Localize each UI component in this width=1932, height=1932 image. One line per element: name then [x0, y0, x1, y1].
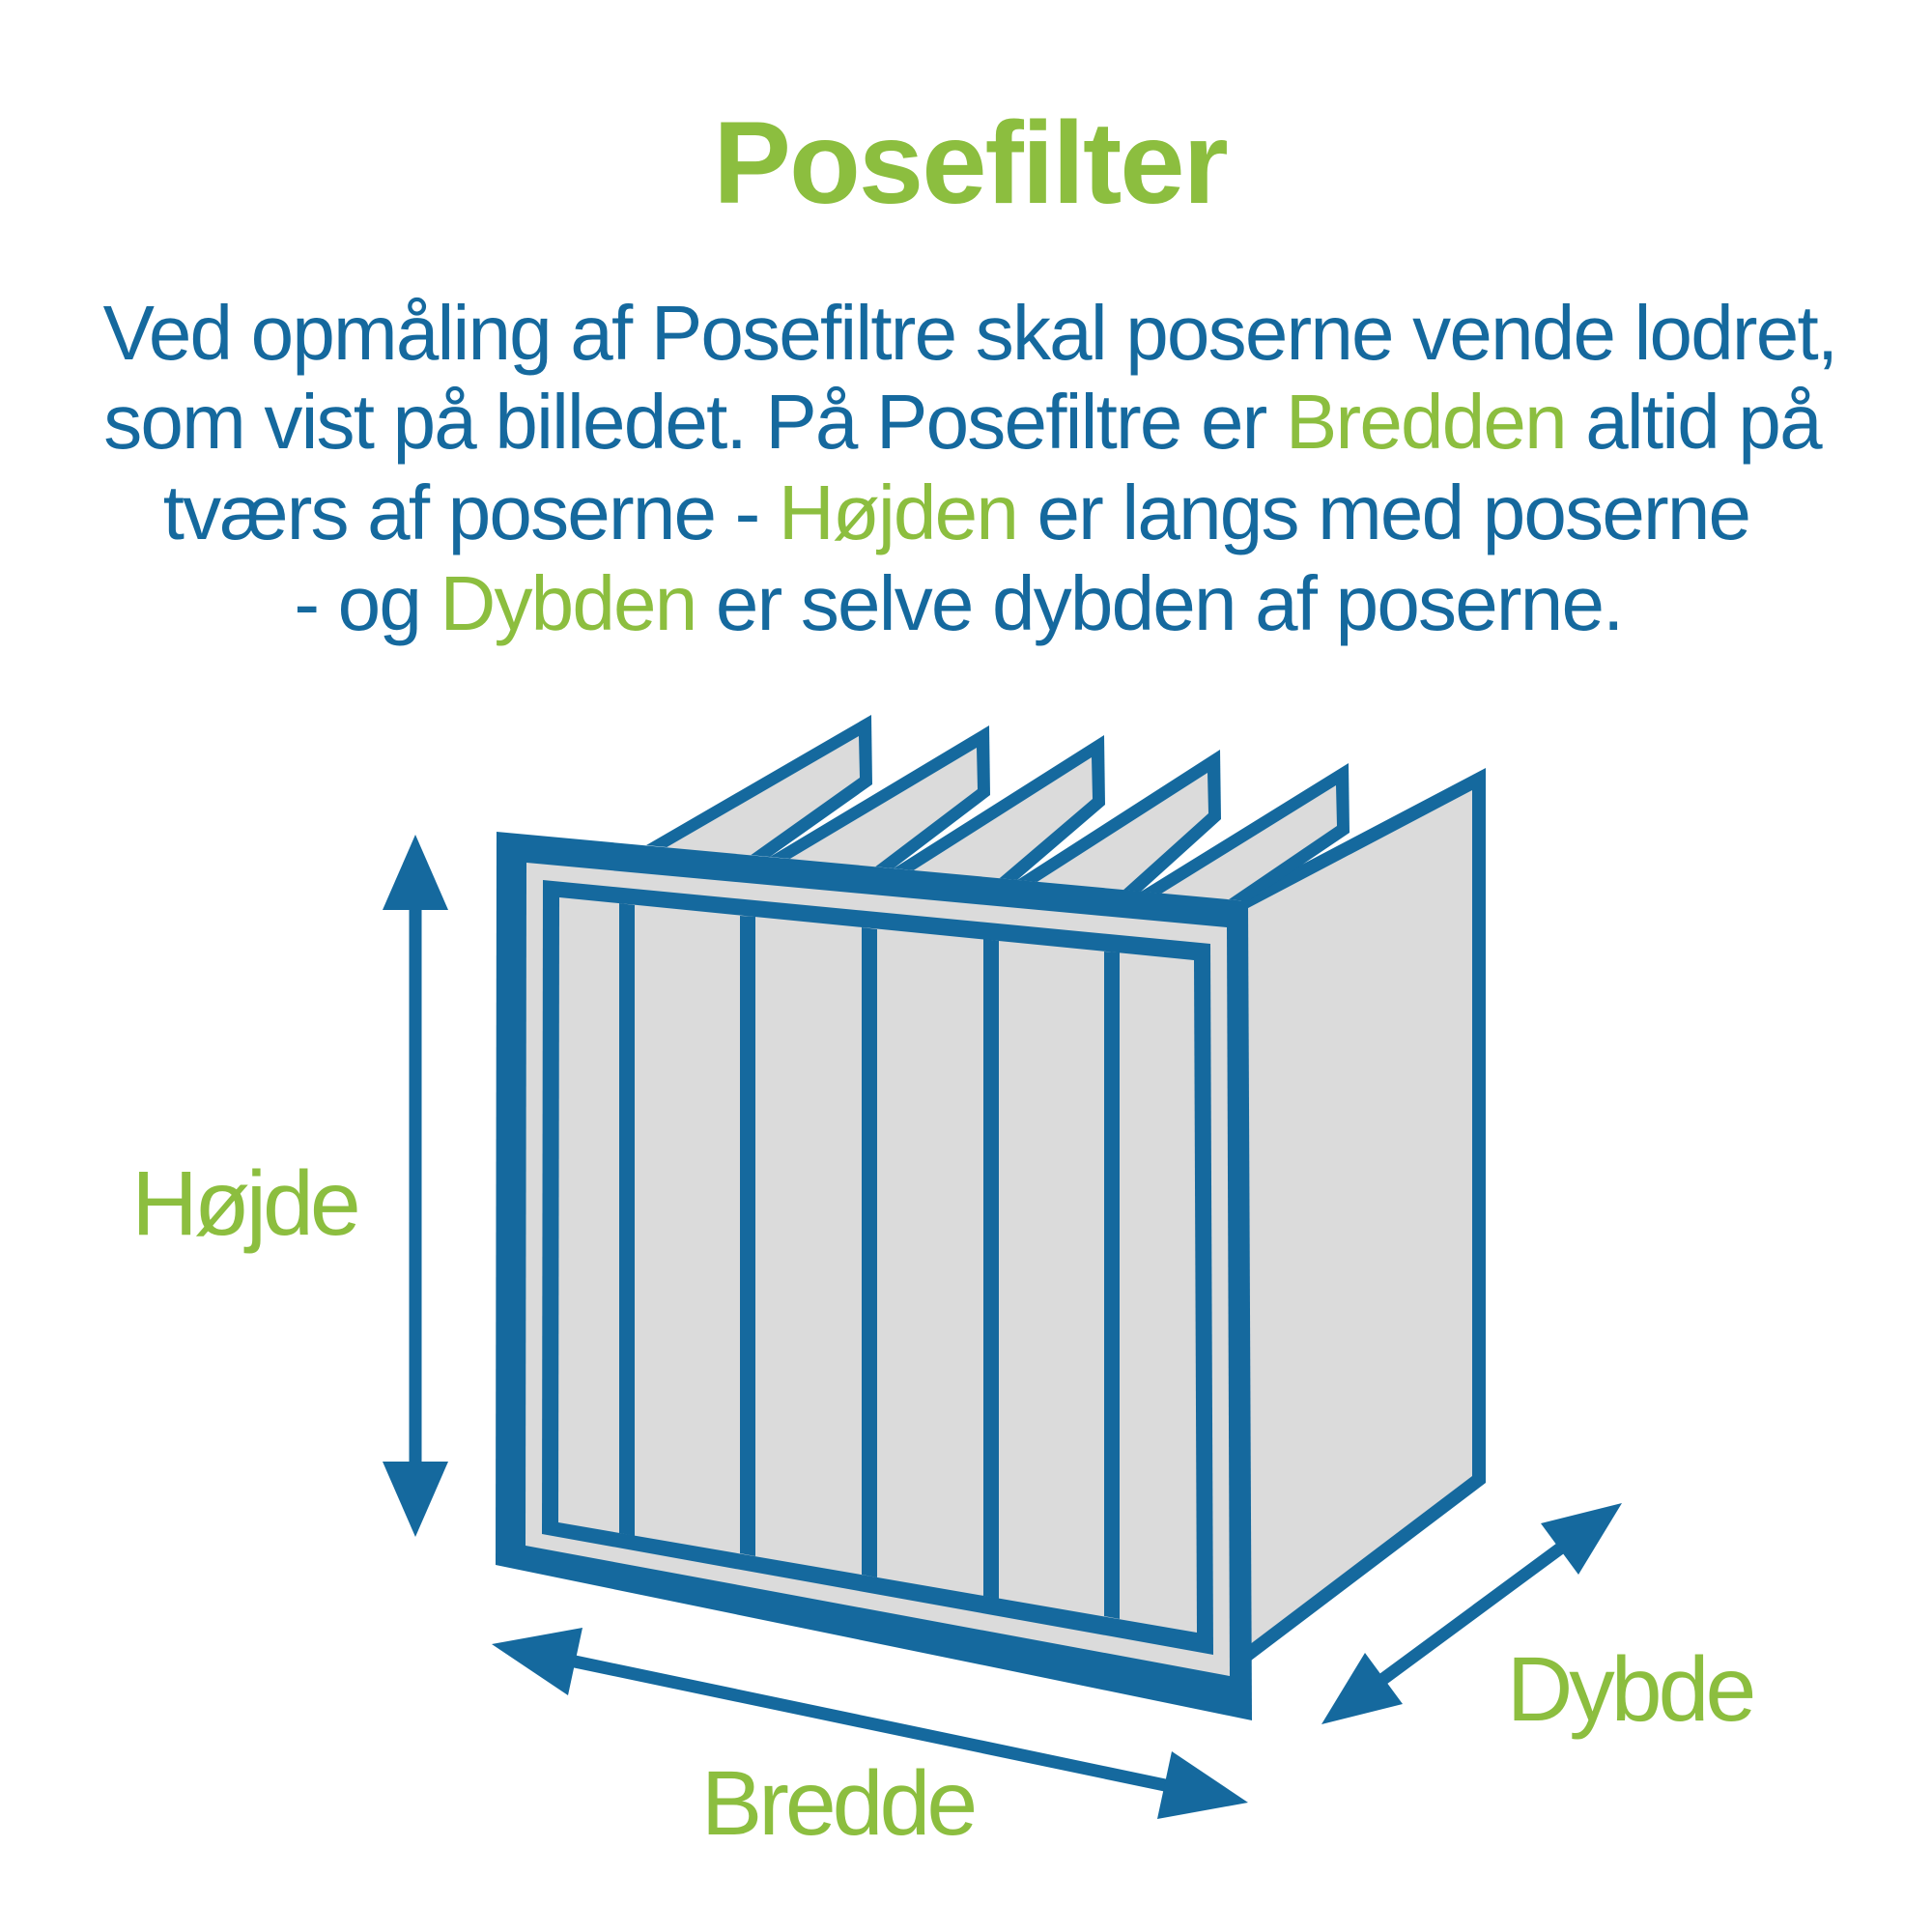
- bag-divider-2: [740, 916, 755, 1556]
- depth-arrow: [1321, 1503, 1622, 1724]
- bag-top-2-outline: [770, 725, 990, 868]
- filter-illustration: [496, 715, 1486, 1720]
- intro-line1-text: Ved opmåling af Posefiltre skal poserne …: [103, 290, 1837, 376]
- width-arrow-shaft: [573, 1655, 1167, 1792]
- bag-top-5-outline: [1141, 763, 1350, 901]
- depth-arrow-head-back: [1541, 1503, 1622, 1575]
- bag-divider-5: [1104, 952, 1120, 1619]
- intro-line2-tail: altid på: [1566, 379, 1823, 465]
- bag-top-1-outline: [646, 715, 872, 857]
- intro-line2-text: som vist på billedet. På Posefiltre er: [103, 379, 1286, 465]
- intro-line3-tail: er langs med poserne: [1017, 469, 1749, 555]
- width-arrow: [492, 1628, 1248, 1819]
- bag-divider-1: [619, 903, 635, 1536]
- bag-top-2: [770, 725, 990, 877]
- intro-line3-text: tværs af poserne -: [163, 469, 779, 555]
- bag-top-2-face: [774, 748, 978, 877]
- bag-top-4-face: [1022, 773, 1208, 900]
- bag-top-3-outline: [894, 735, 1105, 880]
- intro-line-2: som vist på billedet. På Posefiltre er B…: [103, 379, 1823, 465]
- bag-side-panel-face: [1232, 790, 1472, 1654]
- title-group: Posefilter: [713, 97, 1229, 228]
- bag-top-4-outline: [1017, 750, 1221, 892]
- bag-divider-4: [983, 939, 999, 1599]
- intro-line-4: - og Dybden er selve dybden af poserne.: [294, 560, 1622, 646]
- intro-line4-text: - og: [294, 560, 440, 646]
- intro-keyword-dybden: Dybden: [440, 560, 696, 646]
- bag-top-1-face: [650, 736, 860, 866]
- height-arrow-head-down: [383, 1462, 448, 1537]
- bag-top-4: [1017, 750, 1221, 900]
- width-arrow-head-right: [1157, 1751, 1248, 1819]
- bag-side-panel: [1232, 768, 1486, 1663]
- filter-front-panel: [558, 897, 1197, 1633]
- width-arrow-head-left: [492, 1628, 582, 1695]
- intro-paragraph: Ved opmåling af Posefiltre skal poserne …: [103, 290, 1838, 646]
- page-title: Posefilter: [713, 97, 1227, 228]
- dimension-arrows: [383, 835, 1622, 1819]
- intro-keyword-bredden: Bredden: [1286, 379, 1566, 465]
- bag-top-5-face: [1146, 785, 1337, 910]
- bag-divider-3: [862, 927, 877, 1577]
- height-arrow-head-up: [383, 835, 448, 910]
- intro-line-3: tværs af poserne - Højden er langs med p…: [163, 469, 1749, 555]
- depth-arrow-head-front: [1321, 1653, 1403, 1724]
- bag-top-1: [646, 715, 872, 866]
- height-arrow: [383, 835, 448, 1537]
- width-label: Bredde: [701, 1752, 975, 1855]
- dimension-labels: Højde Bredde Dybde: [131, 1152, 1756, 1855]
- intro-line-1: Ved opmåling af Posefiltre skal poserne …: [103, 290, 1837, 376]
- intro-keyword-hojden: Højden: [779, 469, 1017, 555]
- depth-label: Dybde: [1507, 1638, 1753, 1741]
- bag-top-5: [1141, 763, 1350, 910]
- height-label: Højde: [131, 1152, 357, 1255]
- depth-arrow-shaft: [1379, 1543, 1564, 1685]
- intro-line4-tail: er selve dybden af poserne.: [696, 560, 1622, 646]
- bag-top-3: [894, 735, 1105, 889]
- bag-top-3-face: [898, 757, 1093, 889]
